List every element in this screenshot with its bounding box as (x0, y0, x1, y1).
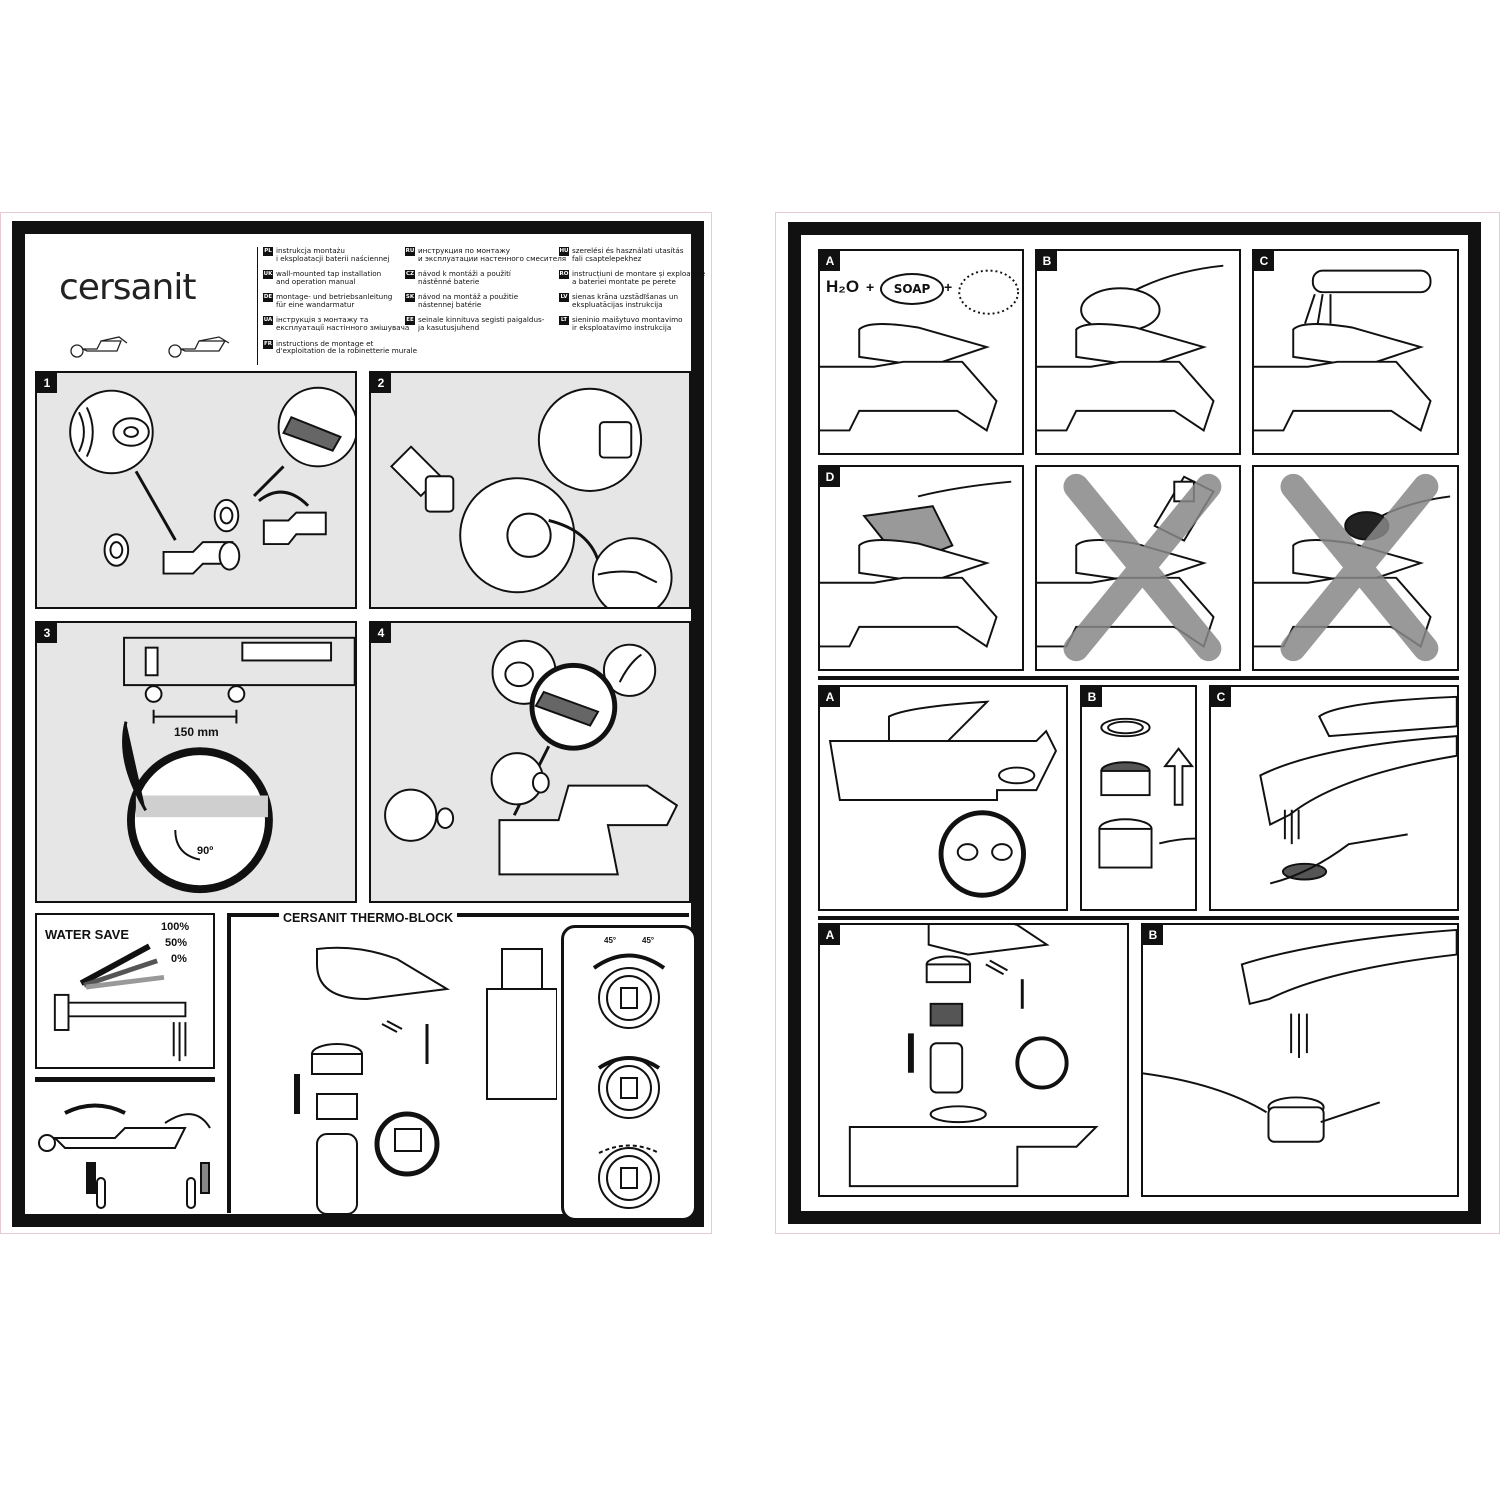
cartridge-exploded-illustration (848, 925, 1099, 1188)
dry-cloth-illustration (820, 480, 1012, 648)
no-chemicals-panel (1035, 465, 1241, 671)
sponge-cleaning-illustration (1037, 264, 1224, 432)
step-3-illustration (122, 636, 355, 894)
angle-label: 90º (197, 845, 214, 857)
plus-sign: + (944, 279, 953, 295)
step-1-illustration (69, 386, 355, 575)
thermo-top-rule (229, 913, 689, 917)
no-chemicals-illustration (1037, 473, 1222, 662)
aerator-flush-illustration (1259, 695, 1457, 885)
panel-letter: B (1143, 925, 1163, 945)
step-4-panel: 4 (369, 621, 691, 903)
step-4-illustration (384, 639, 679, 876)
no-abrasive-illustration (1254, 473, 1451, 662)
cartridge-b-panel: B (1141, 923, 1459, 1197)
level-50: 50% (165, 937, 188, 949)
clean-d-panel: D (818, 465, 1024, 671)
water-save-title: WATER SAVE (45, 927, 130, 942)
aerator-b-panel: B (1080, 685, 1197, 911)
step-number: 4 (371, 623, 391, 643)
step-2-illustration (389, 387, 673, 607)
section-divider (818, 676, 1459, 680)
aerator-a-panel: A (818, 685, 1068, 911)
level-0: 0% (171, 953, 187, 965)
aerator-removal-illustration (828, 700, 1058, 898)
step-1-panel: 1 (35, 371, 357, 609)
panel-letter: C (1211, 687, 1231, 707)
h2o-label: H₂O (826, 277, 860, 296)
clean-b-panel: B (1035, 249, 1241, 455)
section-divider (35, 1077, 215, 1082)
angle-right: 45° (642, 936, 655, 945)
water-save-illustration (53, 943, 187, 1062)
panel-letter: B (1082, 687, 1102, 707)
panel-letter: A (820, 687, 840, 707)
clean-c-panel: C (1252, 249, 1459, 455)
brand-logo: cersanit (59, 267, 196, 308)
cartridge-a-panel: A (818, 923, 1129, 1197)
aerator-c-panel: C (1209, 685, 1459, 911)
temperature-illustration (38, 1103, 211, 1209)
thermo-dial-panel: 45° 45° (561, 925, 697, 1221)
panel-letter: A (820, 925, 840, 945)
cartridge-flush-illustration (1143, 928, 1457, 1143)
no-abrasive-panel (1252, 465, 1459, 671)
rinse-illustration (1254, 269, 1432, 432)
panel-letter: B (1037, 251, 1057, 271)
level-100: 100% (161, 921, 190, 933)
step-number: 1 (37, 373, 57, 393)
step-3-panel: 3 150 mm 90º (35, 621, 357, 903)
right-frame (788, 222, 1481, 1224)
water-save-panel: WATER SAVE 100% 50% 0% (35, 913, 215, 1069)
section-divider (818, 916, 1459, 920)
left-frame (12, 221, 704, 1227)
angle-left: 45° (604, 936, 617, 945)
step-2-panel: 2 (369, 371, 691, 609)
thermo-dials (592, 953, 666, 1209)
clean-a-panel: A H₂O + SOAP + (818, 249, 1024, 455)
thermo-exploded-view (294, 946, 557, 1215)
thermo-side-rule (227, 913, 231, 1213)
thermo-title: CERSANIT THERMO-BLOCK (279, 911, 458, 925)
step-number: 2 (371, 373, 391, 393)
panel-letter: C (1254, 251, 1274, 271)
faucet-illustration (820, 269, 1020, 432)
step-number: 3 (37, 623, 57, 643)
header-divider (257, 247, 258, 365)
panel-letter: D (820, 467, 840, 487)
distance-label: 150 mm (174, 725, 219, 739)
product-sketches (70, 336, 230, 358)
panel-letter: A (820, 251, 840, 271)
soap-bar: SOAP (880, 273, 944, 305)
right-sheet: A H₂O + SOAP + B C (775, 212, 1500, 1234)
aerator-parts-illustration (1098, 717, 1195, 869)
plus-sign: + (866, 279, 875, 295)
